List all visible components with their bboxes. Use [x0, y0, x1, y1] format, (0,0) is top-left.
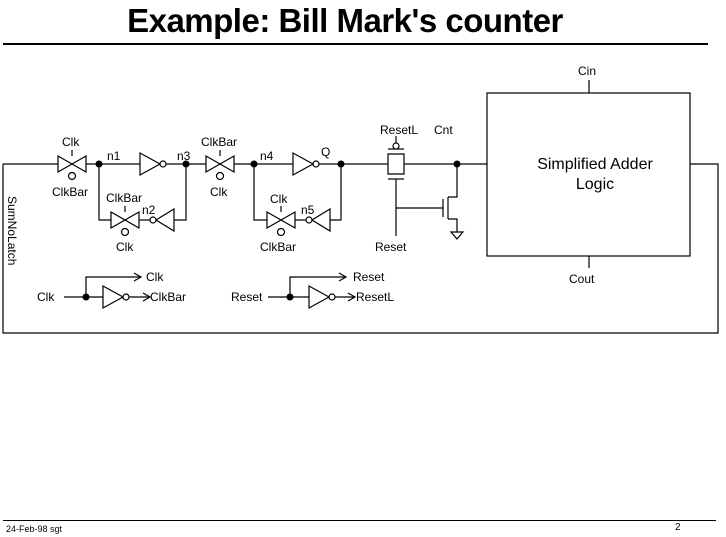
clk-inverter [102, 284, 130, 310]
n1-label: n1 [107, 149, 121, 163]
resetl-out-label: ResetL [356, 290, 394, 304]
resetl-label: ResetL [380, 123, 418, 137]
keeper2-wire-right [330, 164, 342, 221]
n4-label: n4 [260, 149, 274, 163]
clkbar-arrow [142, 292, 152, 302]
tg2-bottom-label: Clk [116, 240, 134, 254]
clk-tap-wire [85, 276, 140, 297]
n2-label: n2 [142, 203, 156, 217]
keeper-inverter-2 [305, 207, 331, 233]
keeper1-wire-left [98, 164, 111, 221]
title-underline [3, 43, 708, 45]
tg4-bottom-label: ClkBar [260, 240, 296, 254]
q-label: Q [321, 145, 330, 159]
n3-label: n3 [177, 149, 191, 163]
clk-in-label: Clk [37, 290, 55, 304]
inverter-1 [139, 151, 167, 177]
reset-in-label: Reset [231, 290, 263, 304]
tg1-top-label: Clk [62, 135, 80, 149]
cout-label: Cout [569, 272, 595, 286]
transmission-gate-2 [110, 206, 140, 237]
transmission-gate-4 [266, 206, 296, 237]
resetl-arrow [347, 292, 357, 302]
footer-date: 24-Feb-98 sgt [6, 524, 63, 534]
clk-tap-label: Clk [146, 270, 164, 284]
transmission-gate-1 [57, 150, 87, 181]
clkbar-out-label: ClkBar [150, 290, 186, 304]
transmission-gate-3 [205, 150, 235, 181]
keeper1-wire-right [174, 164, 187, 221]
reset-gate [381, 136, 411, 236]
n5-label: n5 [301, 203, 315, 217]
tg3-top-label: ClkBar [201, 135, 237, 149]
reset-tap-label: Reset [353, 270, 385, 284]
tg2-top-label: ClkBar [106, 191, 142, 205]
reset-inverter [308, 284, 336, 310]
reset-pulldown [396, 164, 465, 240]
adder-label-2: Logic [576, 176, 614, 193]
inverter-2 [292, 151, 320, 177]
tg1-bottom-label: ClkBar [52, 185, 88, 199]
tg4-top-label: Clk [270, 192, 288, 206]
reset-tap-wire [289, 276, 345, 297]
tg3-bottom-label: Clk [210, 185, 228, 199]
cnt-label: Cnt [434, 123, 453, 137]
adder-label-1: Simplified Adder [537, 156, 653, 173]
reset-tap-arrow [338, 272, 348, 282]
keeper-inverter-1 [149, 207, 175, 233]
reset-gate-label: Reset [375, 240, 407, 254]
keeper2-wire-left [253, 164, 267, 221]
sum-no-latch-label: SumNoLatch [5, 196, 19, 265]
clk-tap-arrow [133, 272, 143, 282]
cin-label: Cin [578, 64, 596, 78]
page-title: Example: Bill Mark's counter [127, 2, 563, 39]
sum-feedback-wire [2, 163, 719, 334]
footer-rule [3, 520, 716, 521]
page-number: 2 [675, 522, 681, 533]
adder-block [486, 92, 691, 257]
